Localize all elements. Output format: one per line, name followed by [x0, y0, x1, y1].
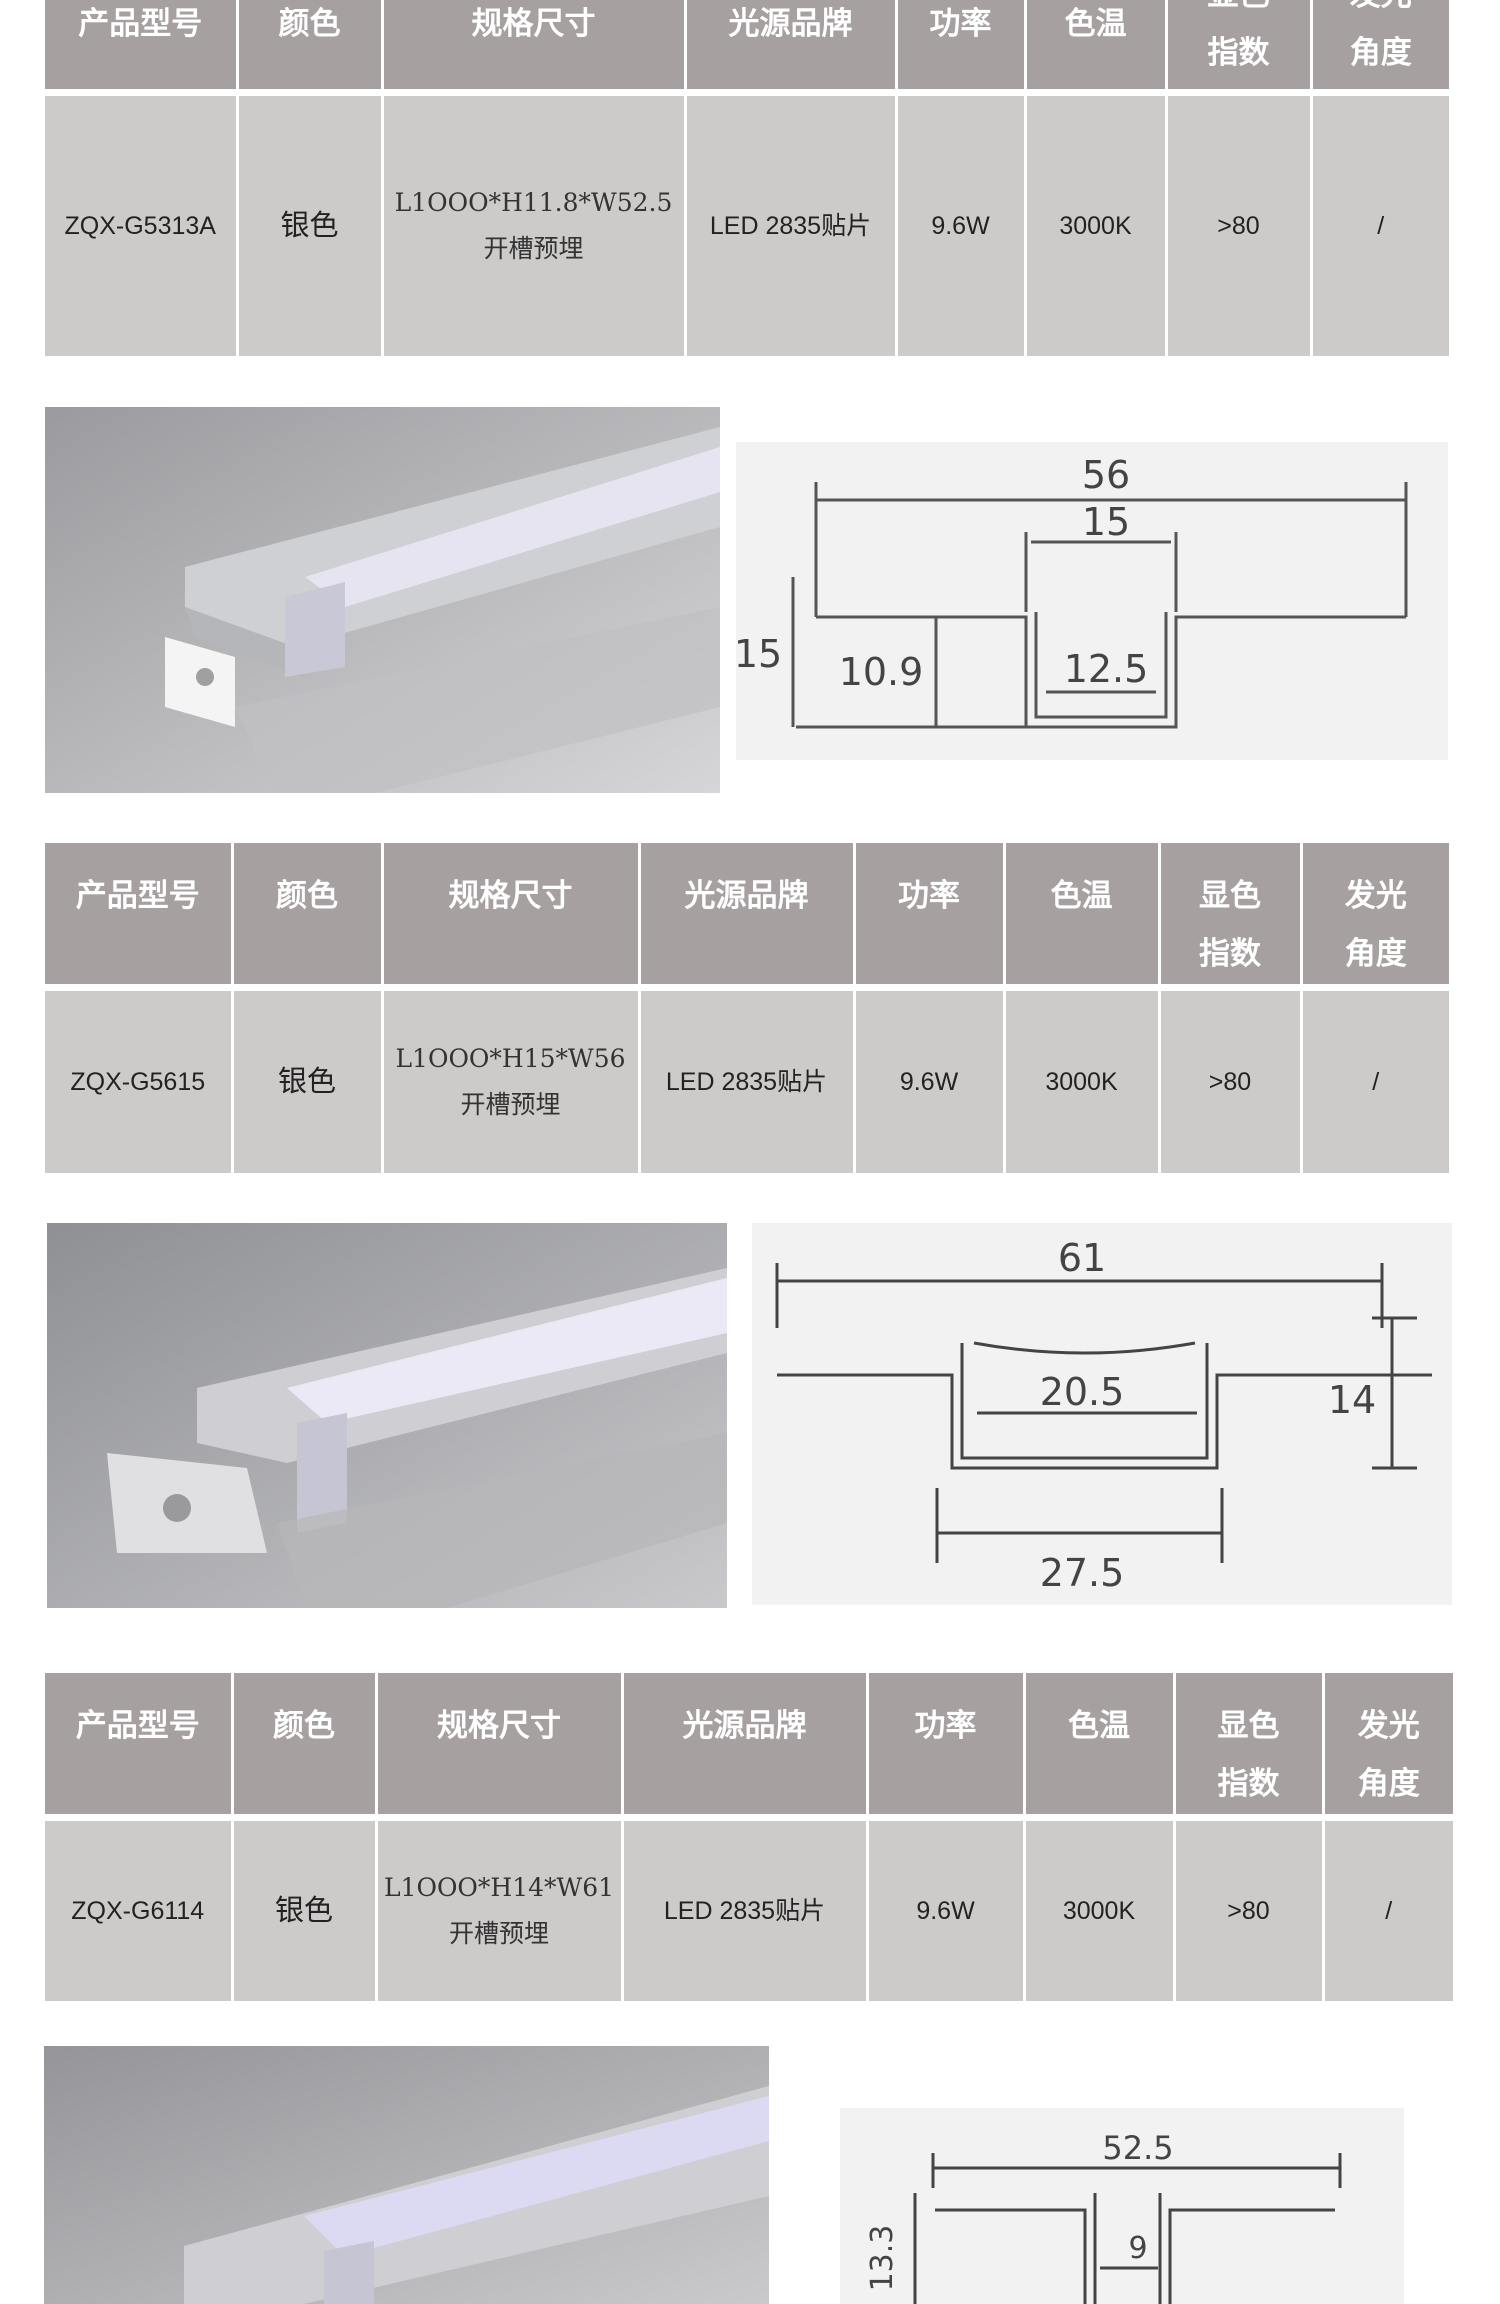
product-photo-2: [47, 1223, 727, 1608]
cell-temp: 3000K: [1024, 1817, 1176, 2001]
header-angle-line1: 发光: [1344, 878, 1407, 914]
header-power: 功率: [854, 843, 1006, 991]
header-cri-line2: 指数: [1217, 1766, 1280, 1802]
spec-table-3: 产品型号 颜色 规格尺寸 光源品牌 功率 色温 显色 指数 发光 角度 ZQX-…: [45, 1673, 1453, 2001]
header-angle: 发光 角度: [1311, 0, 1449, 96]
diagram3-height-label: 13.3: [865, 2225, 900, 2292]
header-temp: 色温: [1025, 0, 1168, 96]
cell-angle: /: [1323, 1817, 1453, 2001]
product-photo-1: [45, 407, 720, 793]
header-cri: 显色 指数: [1159, 843, 1303, 991]
table-header-row: 产品型号 颜色 规格尺寸 光源品牌 功率 色温 显色 指数 发光 角度: [45, 843, 1449, 991]
cell-cri: >80: [1166, 92, 1313, 356]
header-cri-line2: 指数: [1207, 34, 1270, 71]
cell-power: 9.6W: [854, 987, 1006, 1173]
cell-angle: /: [1311, 92, 1449, 356]
profile-diagram-2: 61 20.5 14 27.5: [752, 1223, 1452, 1605]
cell-spec-line1: L1OOO*H14*W61: [383, 1872, 615, 1902]
header-angle-line2: 角度: [1349, 34, 1412, 71]
header-spec: 规格尺寸: [382, 843, 641, 991]
cell-power: 9.6W: [896, 92, 1027, 356]
diagram3-inner-label: 9: [1128, 2231, 1147, 2266]
diagram2-inner-label: 20.5: [1040, 1370, 1125, 1414]
cell-model: ZQX-G5615: [45, 987, 234, 1173]
header-cri-line1: 显色: [1169, 0, 1309, 24]
cell-spec: L1OOO*H11.8*W52.5 开槽预埋: [382, 92, 687, 356]
diagram1-depth-label: 10.9: [839, 650, 924, 694]
header-angle: 发光 角度: [1323, 1673, 1453, 1821]
table-header-row: 产品型号 颜色 规格尺寸 光源品牌 功率 色温 显色 指数 发光 角度: [45, 0, 1449, 96]
header-angle-line2: 角度: [1344, 936, 1407, 972]
header-angle-line1: 发光: [1357, 1708, 1420, 1744]
header-cri-line1: 显色: [1199, 878, 1261, 914]
cell-model: ZQX-G5313A: [45, 92, 239, 356]
header-temp: 色温: [1004, 843, 1161, 991]
header-spec: 规格尺寸: [376, 1673, 624, 1821]
header-brand: 光源品牌: [639, 843, 856, 991]
header-cri: 显色 指数: [1166, 0, 1313, 96]
header-model: 产品型号: [45, 843, 234, 991]
cell-color: 银色: [232, 1817, 378, 2001]
diagram3-width-label: 52.5: [1102, 2129, 1173, 2167]
cell-temp: 3000K: [1025, 92, 1168, 356]
table-header-row: 产品型号 颜色 规格尺寸 光源品牌 功率 色温 显色 指数 发光 角度: [45, 1673, 1453, 1821]
cell-temp: 3000K: [1004, 987, 1161, 1173]
header-angle-line2: 角度: [1357, 1766, 1420, 1802]
product-photo-3: [44, 2046, 769, 2304]
diagram1-width-label: 56: [1082, 453, 1130, 497]
cell-color: 银色: [232, 987, 384, 1173]
diagram2-width-label: 61: [1058, 1236, 1106, 1280]
diagram1-height-label: 15: [736, 632, 782, 676]
diagram1-inner-label: 12.5: [1064, 647, 1149, 691]
cell-model: ZQX-G6114: [45, 1817, 234, 2001]
table-row: ZQX-G6114 银色 L1OOO*H14*W61 开槽预埋 LED 2835…: [45, 1817, 1453, 2001]
diagram2-outer-label: 27.5: [1040, 1551, 1125, 1595]
table-row: ZQX-G5313A 银色 L1OOO*H11.8*W52.5 开槽预埋 LED…: [45, 92, 1449, 356]
cell-brand: LED 2835贴片: [622, 1817, 869, 2001]
spec-table-1: 产品型号 颜色 规格尺寸 光源品牌 功率 色温 显色 指数 发光 角度 ZQX-…: [45, 0, 1449, 356]
cell-color: 银色: [237, 92, 384, 356]
cell-spec: L1OOO*H14*W61 开槽预埋: [376, 1817, 624, 2001]
header-color: 颜色: [232, 843, 384, 991]
table-row: ZQX-G5615 银色 L1OOO*H15*W56 开槽预埋 LED 2835…: [45, 987, 1449, 1173]
cell-brand: LED 2835贴片: [685, 92, 898, 356]
profile-diagram-1: 56 15 15 10.9 12.5: [736, 442, 1448, 760]
cell-brand: LED 2835贴片: [639, 987, 856, 1173]
header-cri-line1: 显色: [1217, 1708, 1280, 1744]
profile-diagram-3: 52.5 13.3 9: [840, 2108, 1404, 2304]
header-model: 产品型号: [45, 1673, 234, 1821]
header-angle: 发光 角度: [1301, 843, 1449, 991]
cell-spec-line2: 开槽预埋: [448, 1918, 549, 1948]
header-power: 功率: [896, 0, 1027, 96]
diagram2-height-label: 14: [1328, 1378, 1376, 1422]
cell-spec-line1: L1OOO*H11.8*W52.5: [394, 187, 673, 217]
header-power: 功率: [867, 1673, 1026, 1821]
header-spec: 规格尺寸: [382, 0, 687, 96]
cell-spec-line2: 开槽预埋: [460, 1089, 561, 1119]
header-cri-line2: 指数: [1199, 936, 1261, 972]
cell-angle: /: [1301, 987, 1449, 1173]
header-model: 产品型号: [45, 0, 239, 96]
cell-spec-line1: L1OOO*H15*W56: [395, 1043, 626, 1073]
header-angle-line1: 发光: [1314, 0, 1449, 24]
cell-spec: L1OOO*H15*W56 开槽预埋: [382, 987, 641, 1173]
cell-cri: >80: [1174, 1817, 1325, 2001]
cell-cri: >80: [1159, 987, 1303, 1173]
header-brand: 光源品牌: [685, 0, 898, 96]
header-brand: 光源品牌: [622, 1673, 869, 1821]
header-color: 颜色: [237, 0, 384, 96]
header-cri: 显色 指数: [1174, 1673, 1325, 1821]
header-temp: 色温: [1024, 1673, 1176, 1821]
spec-table-2: 产品型号 颜色 规格尺寸 光源品牌 功率 色温 显色 指数 发光 角度 ZQX-…: [45, 843, 1449, 1173]
header-color: 颜色: [232, 1673, 378, 1821]
diagram1-channel-label: 15: [1082, 500, 1130, 544]
cell-spec-line2: 开槽预埋: [483, 233, 584, 263]
cell-power: 9.6W: [867, 1817, 1026, 2001]
